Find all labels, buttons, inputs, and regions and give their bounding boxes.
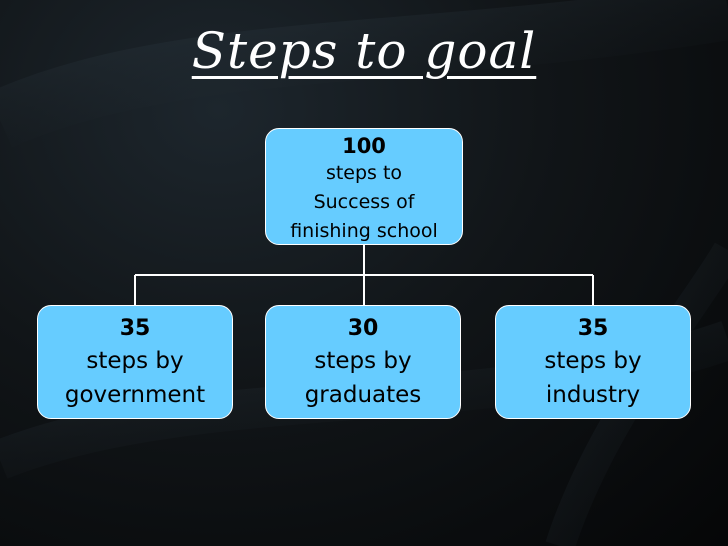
slide-title-text: Steps to goal [191,22,537,80]
root-node: 100 steps to Success of finishing school [265,128,463,245]
child-node-value: 35 [577,316,609,341]
child-node-text: steps by industry [544,348,642,408]
root-node-value: 100 [342,134,386,158]
child-node-graduates: 30 steps by graduates [265,305,461,419]
child-node-government: 35 steps by government [37,305,233,419]
child-node-industry: 35 steps by industry [495,305,691,419]
child-node-text: steps by government [64,348,206,408]
child-node-value: 35 [119,316,151,341]
child-node-text: steps by graduates [304,348,422,408]
slide-title: Steps to goal [0,22,728,102]
child-node-value: 30 [347,316,379,341]
root-node-text: steps to Success of finishing school [290,162,438,242]
